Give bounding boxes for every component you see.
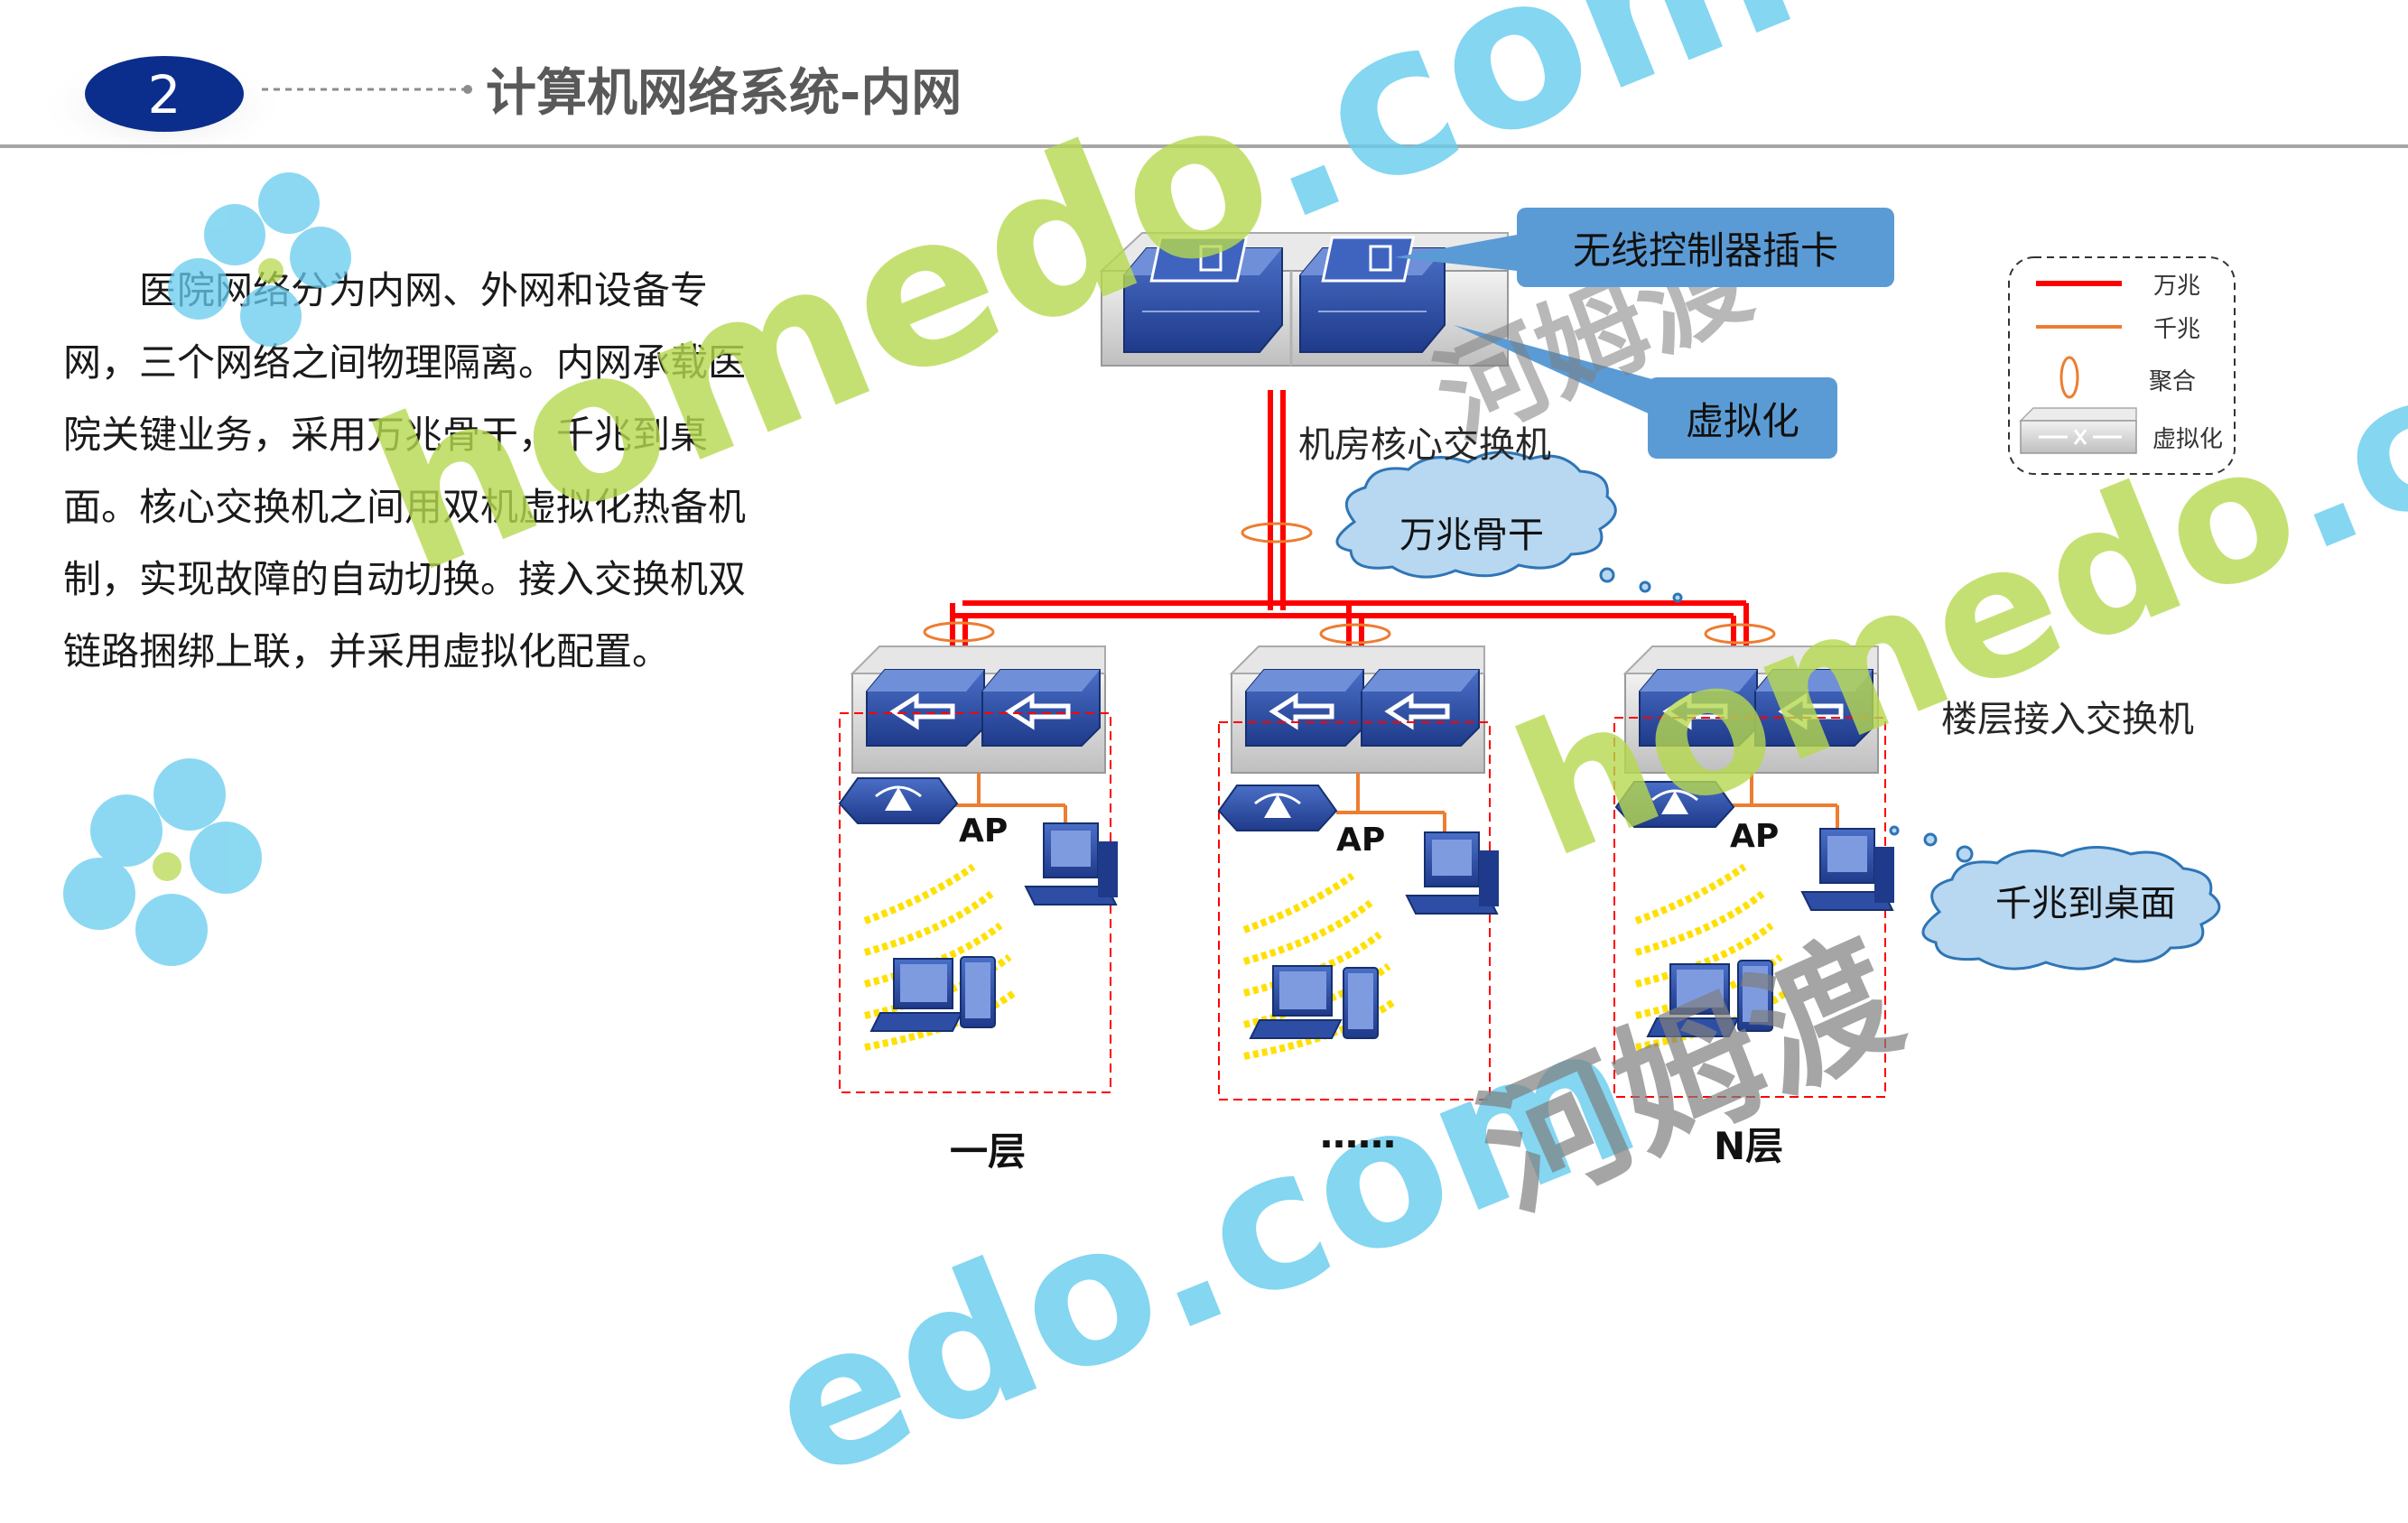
header-bar [0,52,2408,161]
header-number-badge [85,56,244,132]
callout-wireless-controller: 无线控制器插卡 [1517,208,1894,287]
cloud-desktop-label: 千兆到桌面 [1995,883,2176,924]
tablet-icon-floor-mid [1343,967,1379,1039]
gig-links [948,773,1839,841]
watermark [63,172,351,966]
thought-dots-desktop [1889,825,1974,863]
aggregation-marks [923,522,1776,645]
ap-label-floor-mid: AP [1336,822,1386,859]
laptop-icon-floor1 [870,958,962,1032]
floor-label-1: 一层 [950,1129,1027,1174]
thought-dots-backbone [1599,567,1683,603]
floor-boxes [839,712,1886,1100]
cloud-backbone-shape [1335,450,1617,579]
description-paragraph: 医院网络分为内网、外网和设备专网，三个网络之间物理隔离。内网承载医院关键业务，采… [63,268,747,673]
legend-label-virtualization: 虚拟化 [2152,426,2224,453]
ten-gig-links [950,390,1749,655]
callout-pointer-wireless [1395,235,1517,271]
legend-box [2008,256,2236,475]
access-switch-icon-floor-mid [1232,646,1484,773]
core-switch-icon [1099,232,1509,367]
callout-virtualization: 虚拟化 [1648,377,1837,459]
floor-label-n: N层 [1714,1124,1784,1168]
ap-icon-floor1 [838,776,959,825]
ap-label-floorN: AP [1730,818,1780,855]
tablet-icon-floor1 [960,956,996,1028]
network-diagram [63,172,2236,1100]
cloud-desktop-shape [1921,845,2221,970]
legend-label-ten-gig: 万兆 [2153,273,2201,300]
desktop-pc-icon-floor1 [1025,822,1119,905]
access-switch-label: 楼层接入交换机 [1941,699,2194,740]
callout-pointer-virtual [1454,325,1652,415]
cloud-backbone-label: 万兆骨干 [1399,515,1544,556]
section-number: 2 [147,64,181,125]
core-switch-label: 机房核心交换机 [1298,424,1551,466]
floor-label-mid: …… [1320,1112,1396,1156]
access-switch-icon-floor1 [852,646,1105,773]
desktop-pc-icon-floor-mid [1406,831,1500,915]
legend-label-aggregation: 聚合 [2149,368,2197,395]
ap-icon-floor-mid [1217,784,1338,832]
legend-swatch-aggregation [2059,356,2079,399]
legend-swatch-virtualization [2019,407,2137,454]
legend-label-gig: 千兆 [2153,316,2201,343]
laptop-icon-floor-mid [1250,965,1342,1039]
page-title: 计算机网络系统-内网 [486,64,962,123]
ap-label-floor1: AP [959,813,1009,850]
